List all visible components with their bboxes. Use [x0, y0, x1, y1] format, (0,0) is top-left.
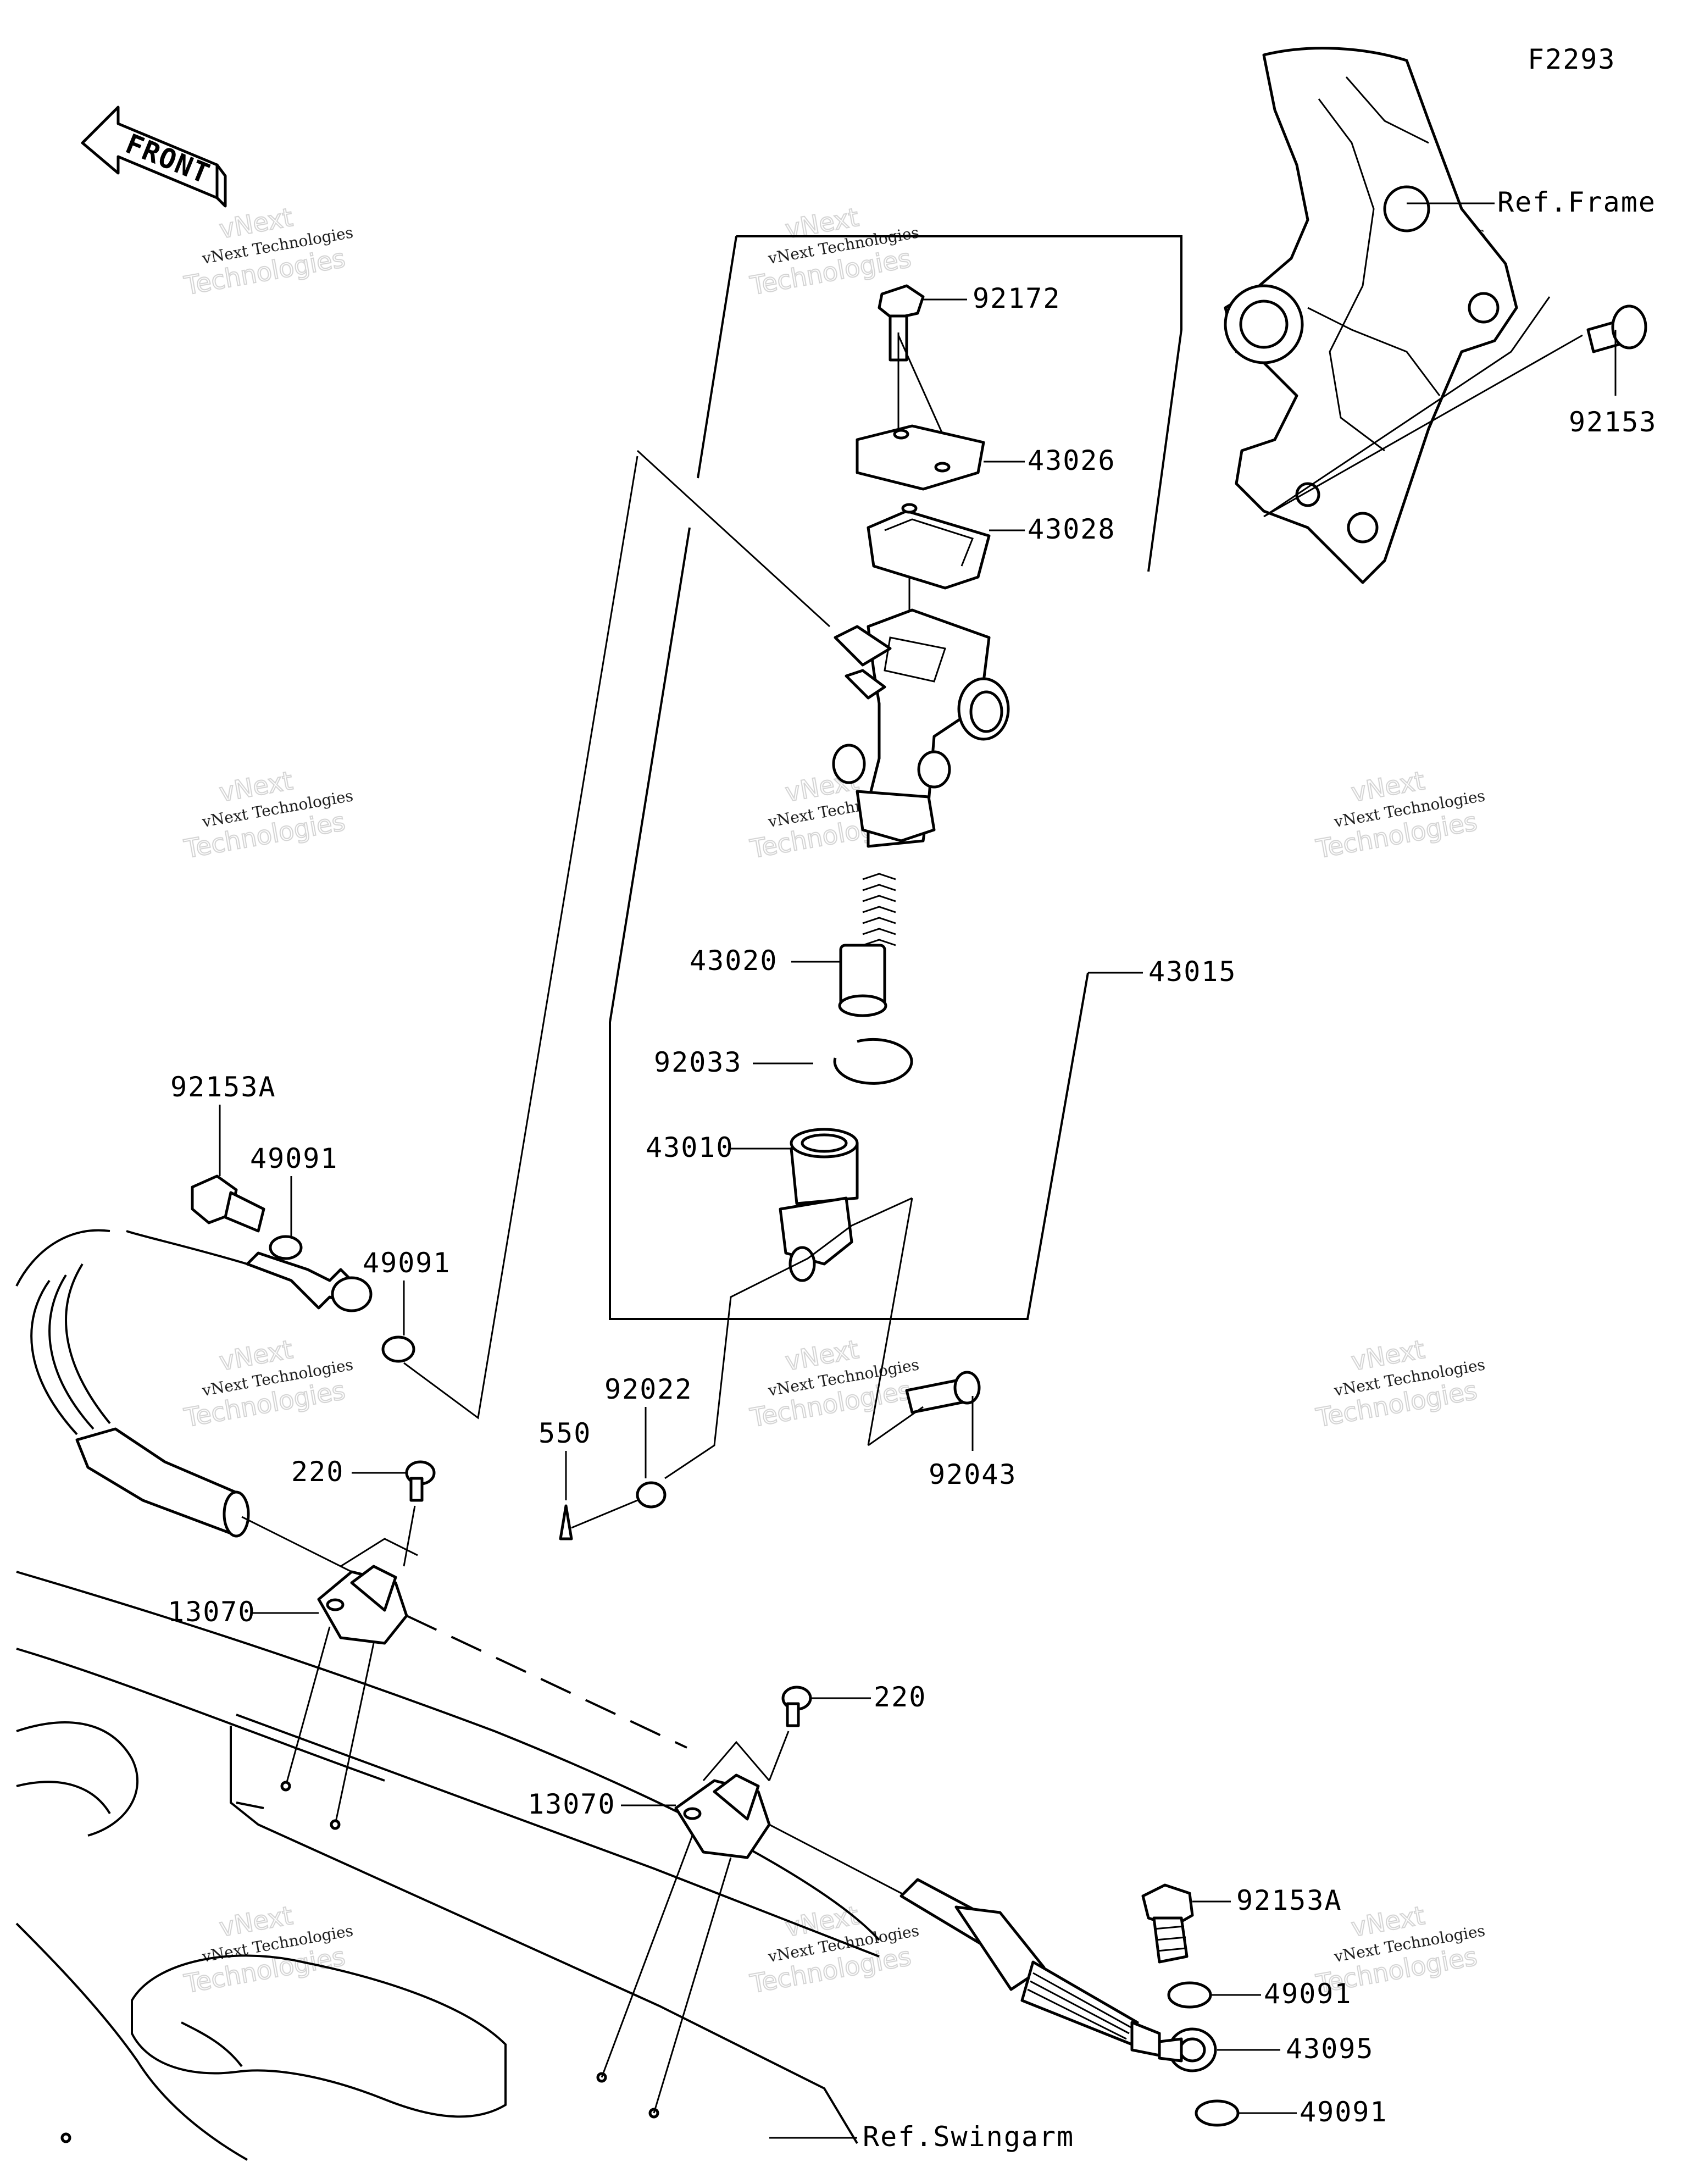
banjo-bolt-92153A-top-icon	[191, 1174, 265, 1233]
part-label-43095: 43095	[1286, 2033, 1374, 2065]
part-label-43010: 43010	[646, 1132, 734, 1163]
leader-line	[769, 1823, 907, 1897]
part-label-49091-b: 49091	[363, 1247, 451, 1279]
leader-line	[403, 1505, 416, 1567]
banjo-bolt-92153A-bottom-icon	[1141, 1883, 1194, 1964]
cotter-pin-550-icon	[559, 1504, 573, 1540]
washer-49091-c-icon	[1167, 1981, 1212, 2009]
front-arrow-text: FRONT	[121, 128, 215, 190]
hose-route-line	[406, 1615, 687, 1749]
part-label-43026: 43026	[1028, 445, 1116, 476]
hose-lower-right	[899, 1878, 1217, 2072]
swingarm-drawing	[15, 1571, 880, 2161]
screw-220-b-icon	[781, 1686, 812, 1727]
part-label-92172: 92172	[973, 282, 1061, 314]
leader-line	[768, 1731, 790, 1781]
part-label-49091-a: 49091	[250, 1143, 338, 1174]
part-label-92022: 92022	[604, 1373, 693, 1405]
leader-line	[868, 1406, 924, 1446]
leader-line	[897, 335, 946, 440]
part-label-49091-d: 49091	[1300, 2096, 1388, 2128]
part-label-13070-b: 13070	[528, 1788, 616, 1820]
leader-line	[285, 1626, 331, 1787]
leader-line	[867, 1198, 913, 1446]
screw-220-a-icon	[405, 1460, 436, 1502]
hose-clamp-13070-b	[674, 1773, 771, 1859]
part-label-550: 550	[538, 1417, 591, 1449]
part-label-43020: 43020	[690, 945, 778, 977]
leader-line	[601, 1835, 693, 2078]
part-label-220-a: 220	[291, 1456, 344, 1488]
diaphragm-43028	[867, 503, 991, 590]
ref-frame-label: Ref.Frame	[1497, 186, 1656, 218]
front-arrow-icon: FRONT	[81, 106, 227, 208]
leader-line	[653, 1857, 732, 2114]
leader-line	[241, 1516, 352, 1573]
leader-line	[1263, 296, 1583, 518]
leader-line	[403, 456, 638, 1420]
washer-92022-icon	[636, 1481, 667, 1509]
hose-upper-left	[15, 1229, 373, 1538]
part-label-92043: 92043	[929, 1459, 1017, 1490]
part-label-92153A-bottom: 92153A	[1236, 1884, 1342, 1916]
clevis-pin-92043-icon	[905, 1371, 981, 1414]
washer-49091-b-icon	[381, 1335, 415, 1363]
part-label-220-b: 220	[874, 1681, 926, 1713]
frame-bracket-drawing	[1224, 47, 1518, 584]
push-rod-43010	[779, 1128, 859, 1282]
part-label-43028: 43028	[1028, 513, 1116, 545]
washer-49091-d-icon	[1195, 2099, 1240, 2127]
part-label-92153: 92153	[1569, 406, 1657, 438]
leader-line	[636, 450, 831, 628]
bolt-92153-icon	[1586, 304, 1647, 353]
master-cylinder-body	[832, 608, 1010, 848]
part-label-49091-c: 49091	[1264, 1978, 1352, 2010]
reservoir-cap-43026	[856, 424, 985, 491]
part-label-92153A-top: 92153A	[170, 1071, 276, 1103]
part-label-43015: 43015	[1148, 956, 1237, 988]
figure-id: F2293	[1528, 43, 1616, 75]
piston-spring-43020	[838, 873, 896, 1017]
screw-92172-icon	[878, 284, 925, 362]
assembly-bracket-43015	[736, 235, 1182, 572]
ref-swingarm-label: Ref.Swingarm	[863, 2121, 1074, 2153]
assembly-bracket-43015	[609, 527, 1089, 1320]
washer-49091-a-icon	[269, 1235, 303, 1260]
leader-line	[334, 1643, 375, 1825]
assembly-bracket-43015	[697, 236, 737, 479]
leader-line	[340, 1538, 418, 1567]
hose-clamp-13070-a	[317, 1565, 408, 1645]
leader-line	[571, 1499, 638, 1529]
circlip-92033-icon	[833, 1038, 913, 1085]
leader-line	[664, 1197, 913, 1479]
part-label-92033: 92033	[654, 1046, 742, 1078]
leader-line	[702, 1740, 770, 1781]
